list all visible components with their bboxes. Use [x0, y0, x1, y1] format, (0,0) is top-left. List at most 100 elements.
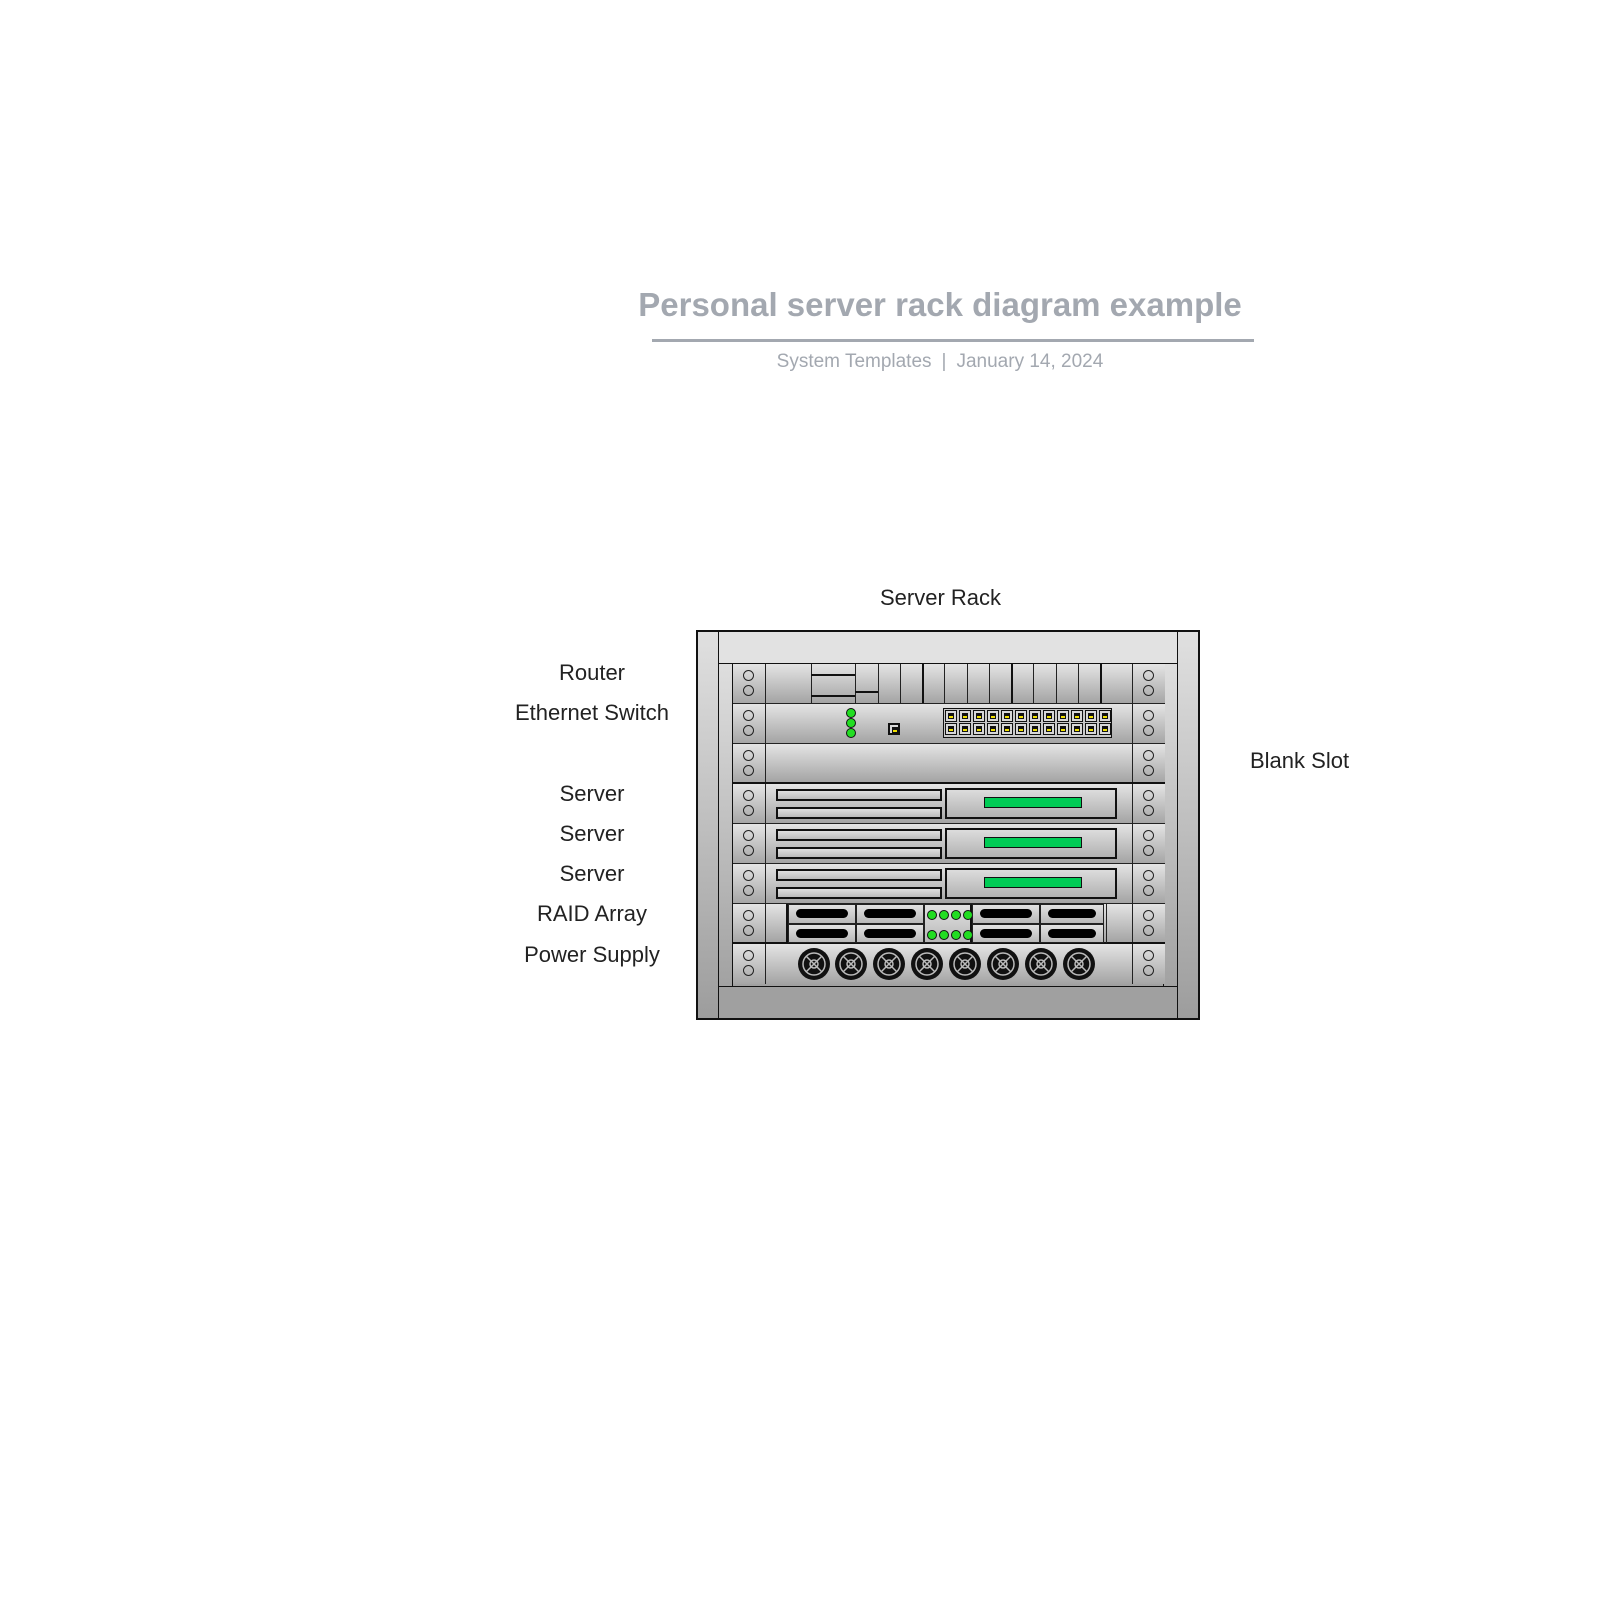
drive-bay [776, 847, 942, 859]
rack-rail-left [698, 632, 719, 1018]
drive-bay [776, 789, 942, 801]
rack-unit-power-supply[interactable] [733, 944, 1165, 984]
status-led-icon [939, 930, 949, 940]
fan-icon [873, 948, 905, 980]
subtitle-separator: | [941, 351, 947, 372]
router-slot [1033, 664, 1034, 703]
ethernet-port-icon [1043, 710, 1055, 722]
router-slot [1011, 664, 1013, 703]
rack-unit-blank-slot[interactable] [733, 744, 1165, 784]
ethernet-port-icon [1043, 723, 1055, 735]
drive-handle-icon [796, 929, 848, 938]
status-led-icon [951, 930, 961, 940]
label-server-1: Server [559, 781, 625, 806]
screw-hole-icon [1143, 950, 1154, 961]
label-raid-array: RAID Array [536, 901, 648, 926]
screw-hole-icon [1143, 925, 1154, 936]
label-server-3: Server [559, 861, 625, 886]
ethernet-port-icon [1071, 710, 1083, 722]
mount-ear [733, 744, 766, 782]
rack-unit-ethernet-switch[interactable] [733, 704, 1165, 744]
screw-hole-icon [743, 965, 754, 976]
raid-drive [856, 904, 924, 924]
router-slot-divider [811, 674, 855, 676]
inner-rail-right [1163, 664, 1177, 986]
mount-ear [733, 944, 766, 984]
ethernet-port-icon [959, 710, 971, 722]
router-slot [878, 664, 879, 703]
drive-bay [776, 807, 942, 819]
screw-hole-icon [1143, 845, 1154, 856]
screw-hole-icon [1143, 965, 1154, 976]
router-slot [855, 664, 856, 703]
rack-unit-router[interactable] [733, 664, 1165, 704]
screw-hole-icon [743, 805, 754, 816]
mount-ear [733, 864, 766, 903]
server-face [766, 824, 1132, 863]
drive-handle-icon [980, 929, 1032, 938]
blank-panel [766, 744, 1132, 782]
screw-hole-icon [1143, 670, 1154, 681]
status-led-icon [846, 708, 856, 718]
ethernet-port-icon [959, 723, 971, 735]
mount-ear [1132, 704, 1165, 743]
router-slot-divider [811, 695, 855, 697]
rack-top [719, 632, 1177, 664]
status-bar-icon [984, 877, 1082, 888]
rack-title: Server Rack [880, 585, 1002, 610]
rack-unit-server-2[interactable] [733, 824, 1165, 864]
screw-hole-icon [743, 685, 754, 696]
drive-bay [776, 887, 942, 899]
page-title: Personal server rack diagram example [638, 286, 1242, 323]
ethernet-port-icon [973, 710, 985, 722]
fan-icon [1063, 948, 1095, 980]
drive-handle-icon [980, 909, 1032, 918]
drive-bay [776, 869, 942, 881]
raid-drive [1040, 924, 1104, 943]
power-supply-face [766, 944, 1132, 984]
screw-hole-icon [1143, 710, 1154, 721]
screw-hole-icon [743, 670, 754, 681]
screw-hole-icon [1143, 685, 1154, 696]
drive-handle-icon [864, 909, 916, 918]
ethernet-port-icon [987, 723, 999, 735]
router-slot [900, 664, 901, 703]
screw-hole-icon [743, 845, 754, 856]
server-rack [696, 630, 1200, 1020]
status-led-icon [951, 910, 961, 920]
inner-rail-left [719, 664, 733, 986]
drive-bay [776, 829, 942, 841]
fan-icon [1025, 948, 1057, 980]
screw-hole-icon [743, 870, 754, 881]
server-panel [945, 828, 1117, 859]
mount-ear [733, 904, 766, 942]
status-bar-icon [984, 797, 1082, 808]
status-led-icon [939, 910, 949, 920]
ethernet-port-icon [1099, 723, 1111, 735]
ethernet-port-icon [1057, 710, 1069, 722]
mount-ear [733, 704, 766, 743]
label-server-2: Server [559, 821, 625, 846]
raid-drive [856, 924, 924, 943]
drive-handle-icon [1048, 909, 1096, 918]
screw-hole-icon [1143, 725, 1154, 736]
screw-hole-icon [1143, 870, 1154, 881]
label-router: Router [558, 660, 626, 685]
router-slot [1056, 664, 1057, 703]
raid-face [766, 904, 1132, 943]
router-slot [967, 664, 968, 703]
mount-ear [1132, 824, 1165, 863]
server-panel [945, 788, 1117, 819]
rack-unit-server-3[interactable] [733, 864, 1165, 904]
mount-ear [1132, 944, 1165, 984]
fan-icon [987, 948, 1019, 980]
rack-unit-raid-array[interactable] [733, 904, 1165, 944]
status-led-icon [927, 930, 937, 940]
screw-hole-icon [743, 910, 754, 921]
ethernet-port-icon [1001, 710, 1013, 722]
rack-unit-server-1[interactable] [733, 784, 1165, 824]
title-underline [652, 339, 1254, 342]
screw-hole-icon [743, 765, 754, 776]
mount-ear [1132, 744, 1165, 782]
screw-hole-icon [1143, 765, 1154, 776]
